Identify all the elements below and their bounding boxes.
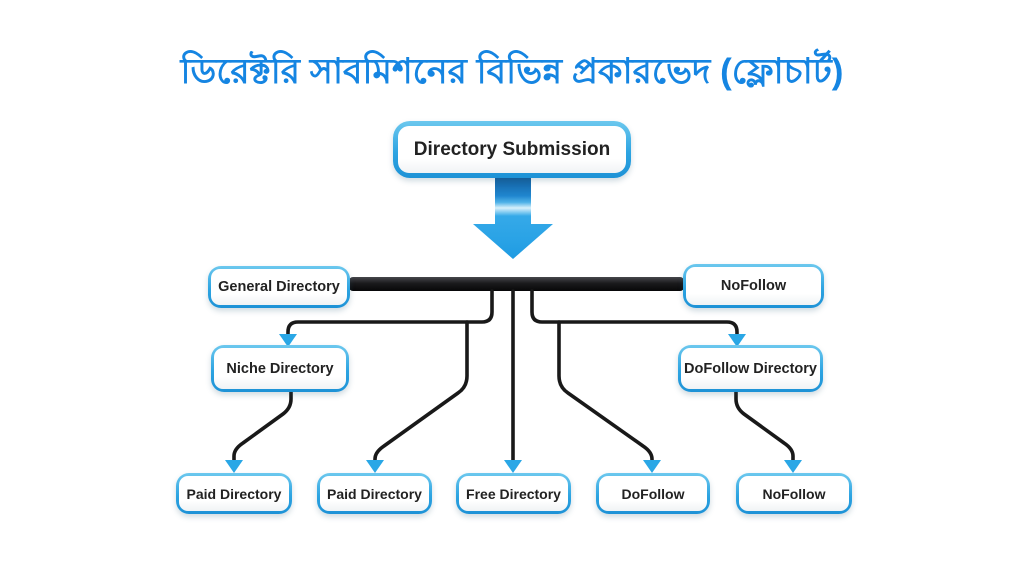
arrowhead-dofollowdir: [728, 334, 746, 347]
node-general-directory: General Directory: [208, 266, 350, 308]
arrowhead-nofollow: [784, 460, 802, 473]
page-title: ডিরেক্টরি সাবমিশনের বিভিন্ন প্রকারভেদ (ফ…: [180, 52, 844, 91]
node-paid-directory-1: Paid Directory: [176, 473, 292, 514]
node-dofollow-directory: DoFollow Directory: [678, 345, 823, 392]
arrowhead-dofollow: [643, 460, 661, 473]
arrowhead-paid2: [366, 460, 384, 473]
node-label: Paid Directory: [320, 476, 429, 511]
node-nofollow-top: NoFollow: [683, 264, 824, 308]
node-label: Niche Directory: [214, 348, 346, 389]
node-nofollow-bottom: NoFollow: [736, 473, 852, 514]
node-label: NoFollow: [739, 476, 849, 511]
connector-to-dofollow: [557, 320, 654, 462]
connector-niche-to-paid1: [232, 390, 293, 462]
node-directory-submission: Directory Submission: [393, 121, 631, 178]
arrowhead-free: [504, 460, 522, 473]
arrowhead-paid1: [225, 460, 243, 473]
node-paid-directory-2: Paid Directory: [317, 473, 432, 514]
node-dofollow: DoFollow: [596, 473, 710, 514]
node-label: NoFollow: [686, 267, 821, 305]
connector-bar-to-dofollowdir: [530, 289, 739, 336]
node-niche-directory: Niche Directory: [211, 345, 349, 392]
node-label: DoFollow: [599, 476, 707, 511]
big-down-arrow: [473, 178, 553, 259]
node-label: Free Directory: [459, 476, 568, 511]
node-label: Directory Submission: [398, 126, 626, 173]
connector-dofollowdir-to-nofollow: [734, 390, 795, 462]
node-label: General Directory: [211, 269, 347, 305]
node-free-directory: Free Directory: [456, 473, 571, 514]
horizontal-bar: [349, 277, 684, 291]
connector-to-paid2: [373, 320, 469, 462]
node-label: Paid Directory: [179, 476, 289, 511]
connector-bar-to-niche: [286, 289, 494, 336]
node-label: DoFollow Directory: [681, 348, 820, 389]
arrowhead-niche: [279, 334, 297, 347]
